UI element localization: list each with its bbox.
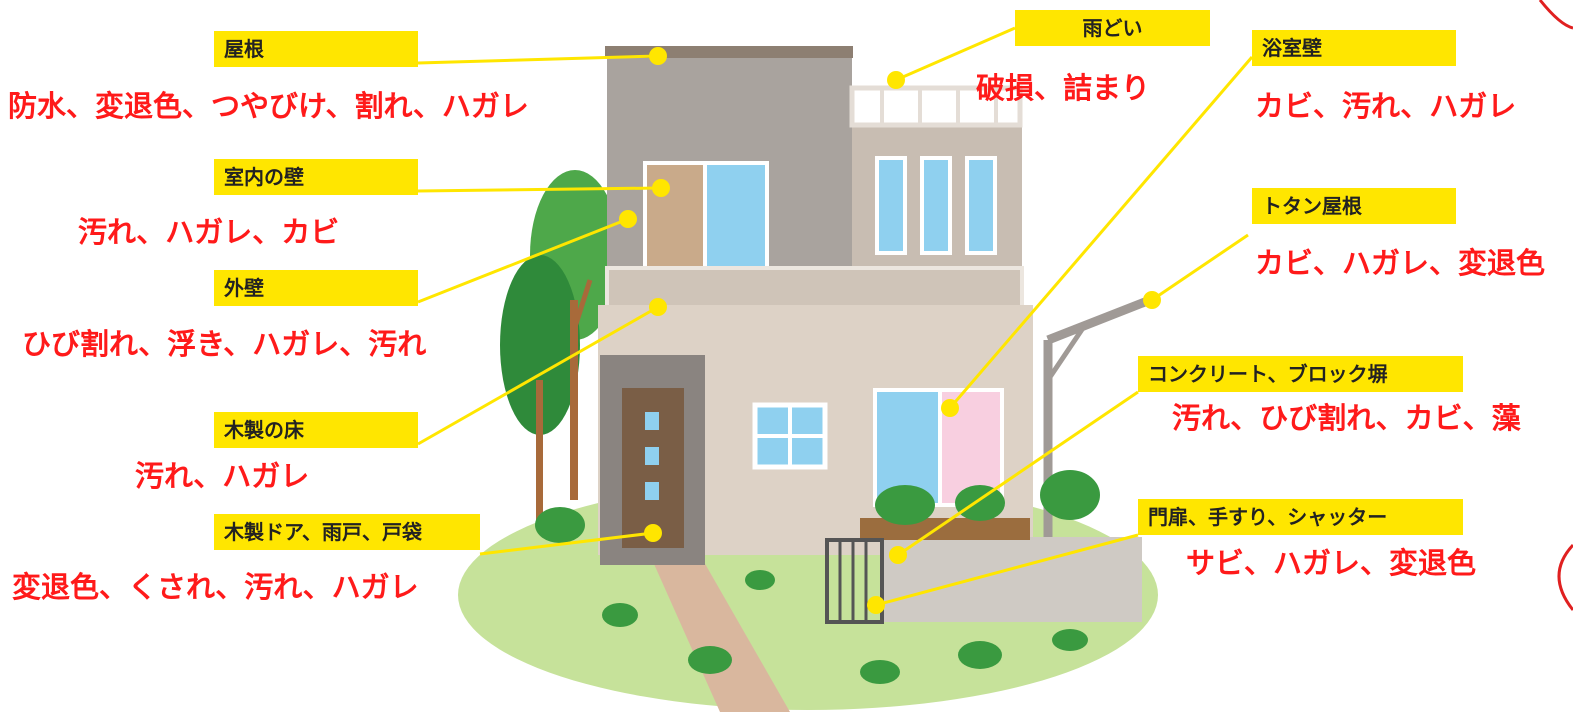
balcony <box>605 266 1024 310</box>
carport <box>1043 295 1152 555</box>
upper-glass-door <box>703 161 769 282</box>
trees <box>500 170 620 520</box>
rooftop-railing <box>849 85 1023 128</box>
interior-wall-label: 室内の壁 <box>214 159 418 195</box>
gutter-issues: 破損、詰まり <box>976 71 1151 105</box>
path <box>650 555 790 712</box>
concrete-issues: 汚れ、ひび割れ、カビ、藻 <box>1172 401 1521 435</box>
wood-door-issues: 変退色、くされ、汚れ、ハガレ <box>12 570 419 604</box>
wood-door-label: 木製ドア、雨戸、戸袋 <box>214 514 480 550</box>
bath-wall-issues: カビ、汚れ、ハガレ <box>1255 89 1517 123</box>
concrete-label: コンクリート、ブロック塀 <box>1138 356 1463 392</box>
block-wall <box>880 537 1142 622</box>
bath-wall-label: 浴室壁 <box>1252 30 1456 66</box>
interior-wall-issues: 汚れ、ハガレ、カビ <box>78 215 340 249</box>
exterior-wall-label: 外壁 <box>214 270 418 306</box>
roof-edge <box>605 46 853 58</box>
upper-door <box>643 161 707 282</box>
tin-roof-issues: カビ、ハガレ、変退色 <box>1255 246 1546 280</box>
wood-floor-issues: 汚れ、ハガレ <box>135 459 310 493</box>
gate-label: 門扉、手すり、シャッター <box>1138 499 1463 535</box>
exterior-wall-issues: ひび割れ、浮き、ハガレ、汚れ <box>22 327 427 361</box>
gate-issues: サビ、ハガレ、変退色 <box>1186 546 1477 580</box>
roof-label: 屋根 <box>214 31 418 67</box>
bushes <box>535 470 1100 684</box>
leader-lines <box>417 26 1254 607</box>
decor-arc-top <box>1538 0 1573 30</box>
decor-arc-bottom <box>1557 543 1573 611</box>
leader-dots <box>619 47 1161 614</box>
wood-floor-label: 木製の床 <box>214 412 418 448</box>
gutter-label: 雨どい <box>1015 10 1210 46</box>
tin-roof-label: トタン屋根 <box>1252 188 1456 224</box>
roof-issues: 防水、変退色、つやびけ、割れ、ハガレ <box>8 89 529 123</box>
